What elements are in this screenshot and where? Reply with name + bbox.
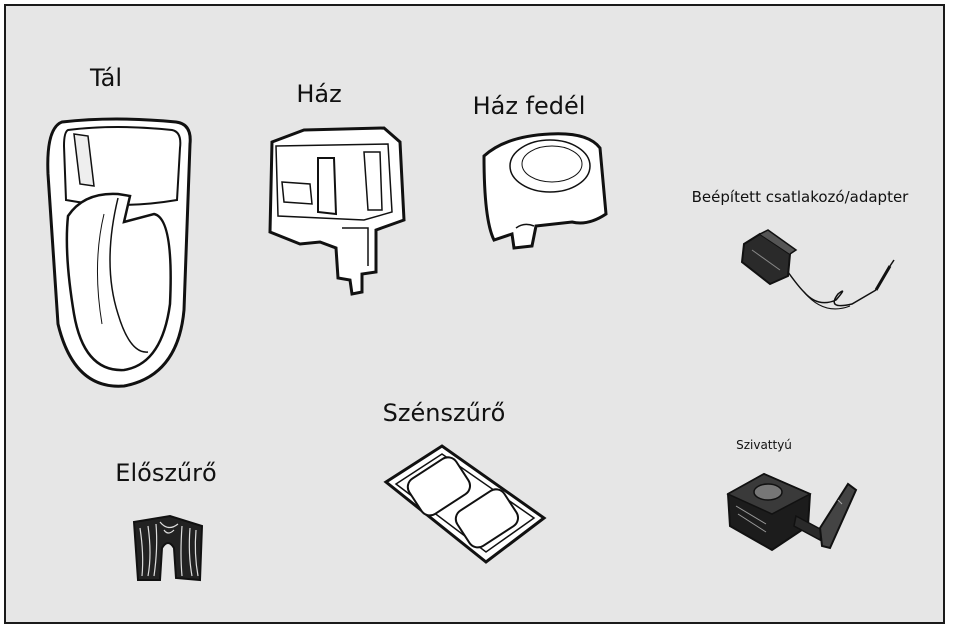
adapter-label: Beépített csatlakozó/adapter: [692, 188, 909, 206]
bowl-label: Tál: [90, 64, 122, 92]
carbon-filter-icon: [382, 444, 548, 566]
carbon-filter-label: Szénszűrő: [383, 399, 506, 427]
bowl-icon: [44, 114, 194, 390]
parts-diagram-frame: Tál Ház Ház fedél Beépített csatlakozó/a…: [4, 4, 945, 624]
housing-icon: [264, 124, 410, 300]
pre-filter-icon: [130, 514, 206, 584]
pre-filter-label: Előszűrő: [115, 459, 216, 487]
housing-lid-icon: [476, 130, 608, 252]
pump-label: Szivattyú: [736, 438, 792, 452]
housing-lid-label: Ház fedél: [473, 92, 586, 120]
housing-label: Ház: [296, 80, 341, 108]
pump-icon: [726, 466, 860, 556]
power-adapter-icon: [740, 226, 898, 318]
